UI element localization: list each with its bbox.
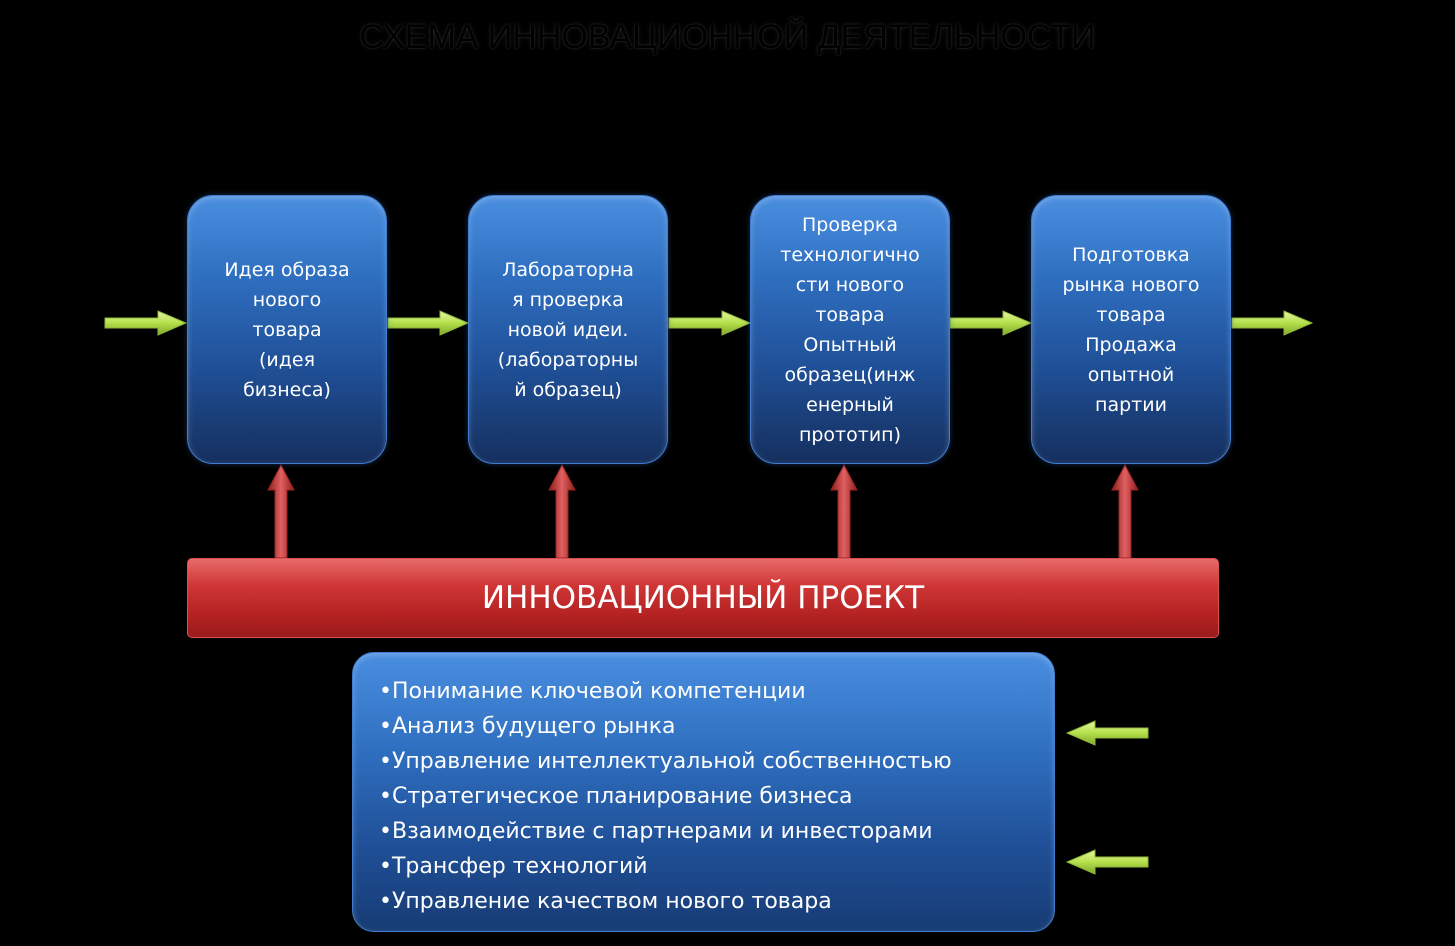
input-arrow-top xyxy=(1065,720,1149,746)
stage-market: Подготовка рынка нового товара Продажа о… xyxy=(1031,195,1231,464)
innovation-project-bar: ИННОВАЦИОННЫЙ ПРОЕКТ xyxy=(187,558,1219,638)
task-item: Стратегическое планирование бизнеса xyxy=(379,779,1054,814)
stage-lab-check: Лабораторна я проверка новой идеи. (лабо… xyxy=(468,195,668,464)
stage-market-label: Подготовка рынка нового товара Продажа о… xyxy=(1062,243,1200,416)
task-item: Управление качеством нового товара xyxy=(379,884,1054,919)
task-item: Трансфер технологий xyxy=(379,849,1054,884)
diagram-title: СХЕМА ИННОВАЦИОННОЙ ДЕЯТЕЛЬНОСТИ xyxy=(359,18,1096,56)
support-arrow-4 xyxy=(1111,463,1139,559)
task-item: Взаимодействие с партнерами и инвесторам… xyxy=(379,814,1054,849)
task-item: Анализ будущего рынка xyxy=(379,709,1054,744)
input-arrow-bottom xyxy=(1065,849,1149,875)
support-arrow-1 xyxy=(267,463,295,559)
flow-arrow-out xyxy=(1231,310,1314,336)
innovation-project-label: ИННОВАЦИОННЫЙ ПРОЕКТ xyxy=(481,580,925,616)
project-tasks-box: Понимание ключевой компетенции Анализ бу… xyxy=(352,652,1055,932)
support-arrow-2 xyxy=(548,463,576,559)
flow-arrow-in xyxy=(104,310,188,336)
project-tasks-list: Понимание ключевой компетенции Анализ бу… xyxy=(379,674,1054,919)
flow-arrow-2-3 xyxy=(668,310,752,336)
task-item: Управление интеллектуальной собственност… xyxy=(379,744,1054,779)
flow-arrow-3-4 xyxy=(949,310,1033,336)
flow-arrow-1-2 xyxy=(387,310,470,336)
stage-idea-label: Идея образа нового товара (идея бизнеса) xyxy=(224,258,350,401)
stage-lab-check-label: Лабораторна я проверка новой идеи. (лабо… xyxy=(497,258,639,401)
stage-prototype-label: Проверка технологично сти нового товара … xyxy=(780,213,920,446)
task-item: Понимание ключевой компетенции xyxy=(379,674,1054,709)
stage-idea: Идея образа нового товара (идея бизнеса) xyxy=(187,195,387,464)
stage-prototype: Проверка технологично сти нового товара … xyxy=(750,195,950,464)
support-arrow-3 xyxy=(830,463,858,559)
